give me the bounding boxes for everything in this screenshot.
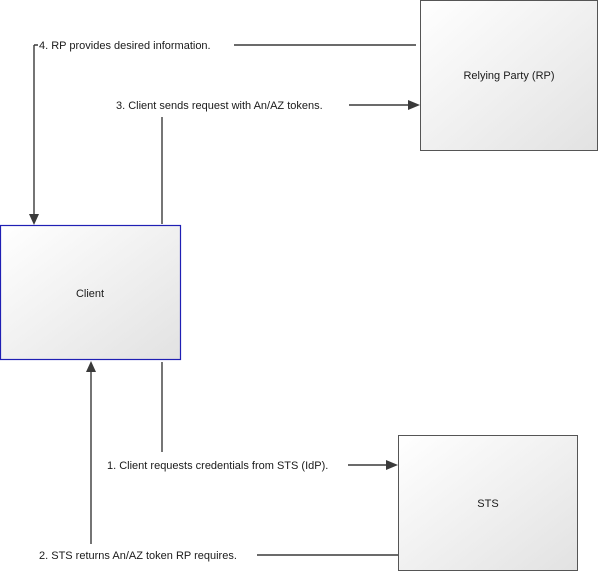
step4-arrowhead <box>29 214 39 225</box>
step3-connector: 3. Client sends request with An/AZ token… <box>116 100 420 224</box>
relying-party-node: Relying Party (RP) <box>420 0 598 151</box>
step1-arrowhead <box>386 460 398 470</box>
step1-connector: 1. Client requests credentials from STS … <box>107 362 398 472</box>
client-box <box>0 224 182 361</box>
step2-arrowhead <box>86 361 96 372</box>
sts-node: STS <box>398 435 578 571</box>
step4-label: 4. RP provides desired information. <box>39 40 211 52</box>
step2-connector: 2. STS returns An/AZ token RP requires. <box>39 361 398 562</box>
step3-arrowhead <box>408 100 420 110</box>
sts-box <box>398 435 578 571</box>
client-node: Client <box>0 224 182 361</box>
step1-label: 1. Client requests credentials from STS … <box>107 460 328 472</box>
client-label: Client <box>76 288 104 300</box>
step4-connector: 4. RP provides desired information. <box>29 40 416 225</box>
relying-party-label: Relying Party (RP) <box>463 70 554 82</box>
sts-label: STS <box>477 498 498 510</box>
step4-line-left <box>33 44 38 214</box>
relying-party-box <box>420 0 598 151</box>
step2-label: 2. STS returns An/AZ token RP requires. <box>39 550 237 562</box>
step3-label: 3. Client sends request with An/AZ token… <box>116 100 323 112</box>
